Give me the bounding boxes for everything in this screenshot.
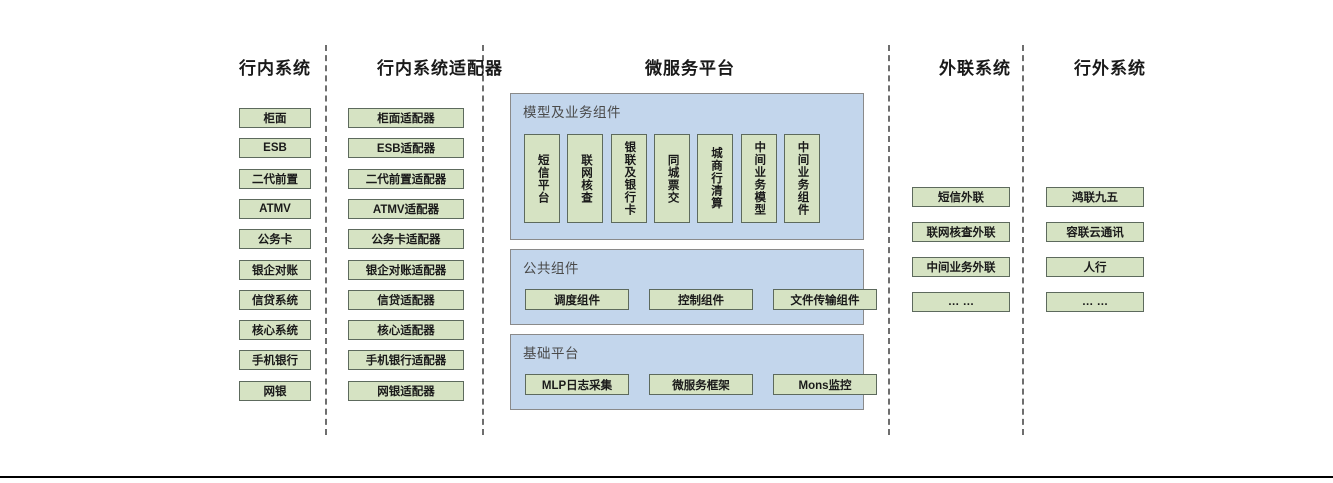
node-external_link_system-3[interactable]: … …: [912, 292, 1010, 312]
column-title-in_bank_adapter: 行内系统适配器: [377, 59, 503, 78]
node-in_bank_system-5[interactable]: 银企对账: [239, 259, 311, 280]
node-model_business_components-6[interactable]: 中间业务组件: [783, 134, 820, 223]
node-base_platform-0[interactable]: MLP日志采集: [525, 374, 629, 395]
node-base_platform-1[interactable]: 微服务框架: [649, 374, 753, 395]
node-in_bank_system-9[interactable]: 网银: [239, 380, 311, 401]
node-off_bank_system-3[interactable]: … …: [1046, 292, 1144, 312]
node-in_bank_adapter-7[interactable]: 核心适配器: [348, 320, 464, 341]
node-model_business_components-3[interactable]: 同城票交: [653, 134, 690, 223]
node-in_bank_adapter-0[interactable]: 柜面适配器: [348, 108, 464, 128]
node-in_bank_system-3[interactable]: ATMV: [239, 198, 311, 219]
bottom-rule: [0, 476, 1333, 478]
node-in_bank_adapter-9[interactable]: 网银适配器: [348, 380, 464, 401]
node-in_bank_system-4[interactable]: 公务卡: [239, 229, 311, 250]
node-in_bank_system-2[interactable]: 二代前置: [239, 168, 311, 189]
node-external_link_system-0[interactable]: 短信外联: [912, 187, 1010, 207]
node-in_bank_system-8[interactable]: 手机银行: [239, 350, 311, 371]
column-divider-3: [888, 45, 890, 435]
node-in_bank_adapter-4[interactable]: 公务卡适配器: [348, 229, 464, 250]
column-divider-1: [325, 45, 327, 435]
node-in_bank_system-7[interactable]: 核心系统: [239, 320, 311, 341]
node-in_bank_adapter-8[interactable]: 手机银行适配器: [348, 350, 464, 371]
column-title-in_bank_system: 行内系统: [239, 59, 311, 78]
node-model_business_components-5[interactable]: 中间业务模型: [740, 134, 777, 223]
node-off_bank_system-2[interactable]: 人行: [1046, 257, 1144, 277]
node-in_bank_system-6[interactable]: 信贷系统: [239, 289, 311, 310]
node-off_bank_system-0[interactable]: 鸿联九五: [1046, 187, 1144, 207]
panel-label-model_business_components: 模型及业务组件: [523, 105, 621, 120]
node-model_business_components-0[interactable]: 短信平台: [524, 134, 560, 223]
node-in_bank_adapter-3[interactable]: ATMV适配器: [348, 198, 464, 219]
column-divider-2: [482, 45, 484, 435]
node-in_bank_adapter-1[interactable]: ESB适配器: [348, 138, 464, 159]
column-title-external_link_system: 外联系统: [939, 59, 1011, 78]
node-external_link_system-1[interactable]: 联网核查外联: [912, 222, 1010, 242]
node-public_components-2[interactable]: 文件传输组件: [773, 289, 877, 310]
panel-public_components: 公共组件调度组件控制组件文件传输组件: [510, 249, 877, 325]
panel-label-public_components: 公共组件: [523, 261, 579, 276]
column-divider-4: [1022, 45, 1024, 435]
node-in_bank_adapter-5[interactable]: 银企对账适配器: [348, 259, 464, 280]
node-external_link_system-2[interactable]: 中间业务外联: [912, 257, 1010, 277]
node-in_bank_adapter-6[interactable]: 信贷适配器: [348, 289, 464, 310]
column-title-off_bank_system: 行外系统: [1074, 59, 1146, 78]
node-in_bank_system-0[interactable]: 柜面: [239, 108, 311, 128]
panel-base_platform: 基础平台 MLP日志采集微服务框架 Mons监控: [510, 334, 877, 410]
panel-model_business_components: 模型及业务组件短信平台联网核查银联及银行卡同城票交城商行清算中间业务模型中间业务…: [510, 93, 864, 240]
node-base_platform-2[interactable]: Mons监控: [773, 374, 877, 395]
node-public_components-1[interactable]: 控制组件: [649, 289, 753, 310]
node-model_business_components-1[interactable]: 联网核查: [567, 134, 604, 223]
node-public_components-0[interactable]: 调度组件: [525, 289, 629, 310]
node-in_bank_adapter-2[interactable]: 二代前置适配器: [348, 168, 464, 189]
panel-label-base_platform: 基础平台: [523, 346, 579, 361]
column-title-microservice_platform: 微服务平台: [645, 59, 735, 78]
node-off_bank_system-1[interactable]: 容联云通讯: [1046, 222, 1144, 242]
node-in_bank_system-1[interactable]: ESB: [239, 138, 311, 159]
node-model_business_components-2[interactable]: 银联及银行卡: [610, 134, 647, 223]
node-model_business_components-4[interactable]: 城商行清算: [697, 134, 734, 223]
